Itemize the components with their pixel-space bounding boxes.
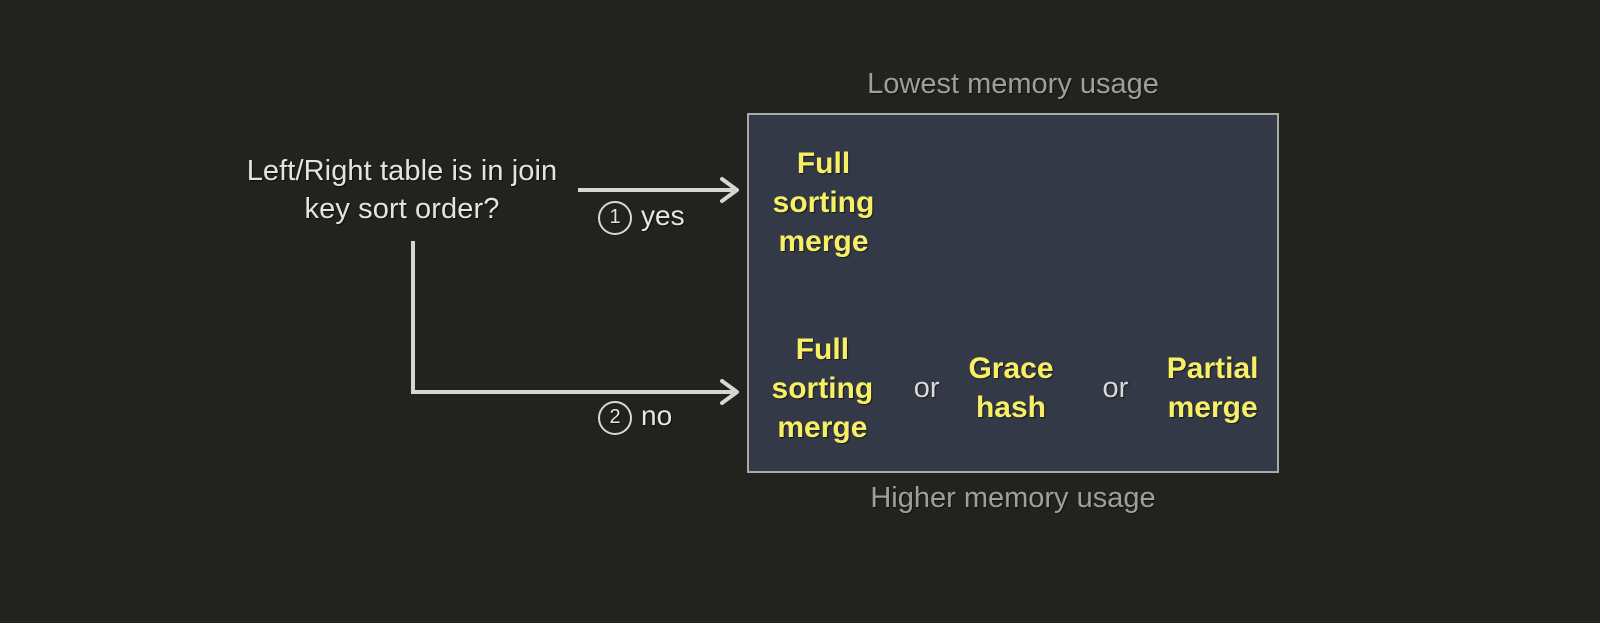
branch-text-yes: yes <box>641 200 685 231</box>
join-algorithm-box: Full sorting merge Full sorting merge or… <box>747 113 1279 473</box>
memory-note-lowest: Lowest memory usage <box>867 68 1159 100</box>
outcome-row-unsorted: Full sorting merge or Grace hash or Part… <box>749 323 1277 453</box>
branch-label-yes: 1 yes <box>598 200 685 235</box>
conjunction-or-2: or <box>1102 371 1129 404</box>
branch-label-no: 2 no <box>598 400 672 435</box>
branch-text-no: no <box>641 400 673 431</box>
branch-number-2: 2 <box>598 401 632 435</box>
outcome-row-sorted: Full sorting merge <box>749 137 1277 267</box>
algorithm-option-full-sorting-merge: Full sorting merge <box>771 332 874 444</box>
algorithm-option-partial-merge: Partial merge <box>1166 352 1259 424</box>
decision-question: Left/Right table is in join key sort ord… <box>246 155 558 226</box>
algorithm-option-grace-hash: Grace hash <box>968 352 1054 424</box>
memory-note-higher: Higher memory usage <box>870 482 1156 514</box>
algorithm-option-full-sorting-merge-sorted: Full sorting merge <box>772 146 875 258</box>
conjunction-or-1: or <box>913 371 940 404</box>
branch-number-1: 1 <box>598 201 632 235</box>
